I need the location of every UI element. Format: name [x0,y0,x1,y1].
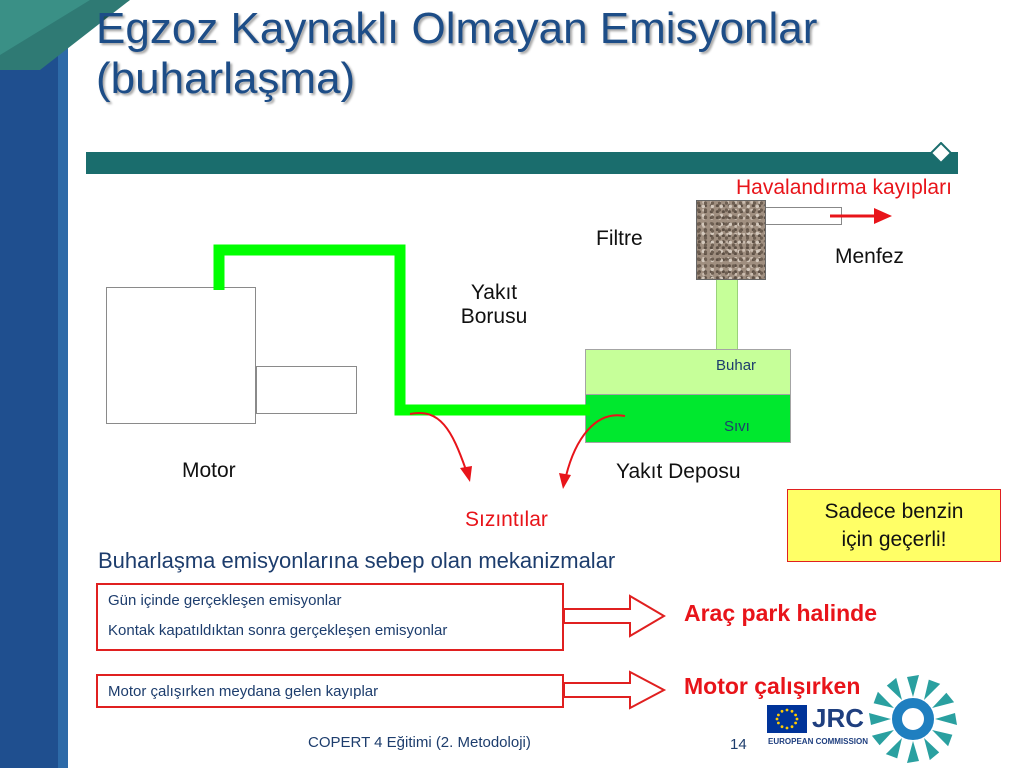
leaks-label: Sızıntılar [465,508,548,531]
liquid-label: Sıvı [724,418,750,435]
vent-label: Menfez [835,245,904,268]
leak-arrow-left-head [460,466,472,482]
jrc-logo-icon [869,675,957,763]
european-commission-text: EUROPEAN COMMISSION [768,737,869,746]
leak-arrow-right [565,414,626,477]
vent-arrow-head [874,208,892,224]
motor-label: Motor [182,459,236,482]
left-side-bar [0,0,68,768]
double-arrow-run [563,670,667,710]
tank-liquid-layer [585,395,791,443]
title-underline-bar [86,152,958,174]
filter-label: Filtre [596,227,643,250]
double-arrow-park [563,594,666,638]
jrc-wordmark: JRC [812,703,865,733]
vent-losses-label: Havalandırma kayıpları [736,176,952,199]
note-line-1: Sadece benzin [824,500,964,523]
eu-flag-icon [767,705,807,733]
parked-mechanisms-box: Gün içinde gerçekleşen emisyonlar Kontak… [96,583,564,651]
fuel-tank-label: Yakıt Deposu [616,460,741,483]
fuel-line-label: Yakıt Borusu [454,281,534,329]
mechanisms-subtitle: Buharlaşma emisyonlarına sebep olan meka… [98,548,616,573]
tank-vapor-layer [585,349,791,395]
leak-arrow-left [409,412,467,471]
vapor-label: Buhar [716,357,757,374]
motor-block-extension [256,366,357,414]
note-line-2: için geçerli! [841,528,947,551]
fuel-line [213,244,590,416]
page-number: 14 [730,736,747,753]
petrol-only-note: Sadece benzin için geçerli! [787,489,1001,562]
leak-arrow-right-head [559,473,571,489]
slide-title-line-1: Egzoz Kaynaklı Olmayan Emisyonlar [96,4,818,53]
slide-title: Egzoz Kaynaklı Olmayan Emisyonlar (buhar… [96,4,996,104]
left-side-bar-stripe [58,0,68,768]
footer-text: COPERT 4 Eğitimi (2. Metodoloji) [308,734,531,751]
diamond-icon [930,142,952,164]
list-item: Motor çalışırken meydana gelen kayıplar [108,683,379,700]
motor-block [106,287,256,424]
slide-title-line-2: (buharlaşma) [96,54,356,103]
list-item: Kontak kapatıldıktan sonra gerçekleşen e… [108,622,448,639]
carbon-filter [696,200,766,280]
corner-decoration [0,0,130,70]
running-result-label: Motor çalışırken [684,673,861,699]
running-mechanisms-box: Motor çalışırken meydana gelen kayıplar [96,674,564,708]
parked-result-label: Araç park halinde [684,600,878,626]
fuel-line-label-line-2: Borusu [460,305,528,328]
fuel-line-label-line-1: Yakıt [470,281,518,304]
list-item: Gün içinde gerçekleşen emisyonlar [108,592,342,609]
